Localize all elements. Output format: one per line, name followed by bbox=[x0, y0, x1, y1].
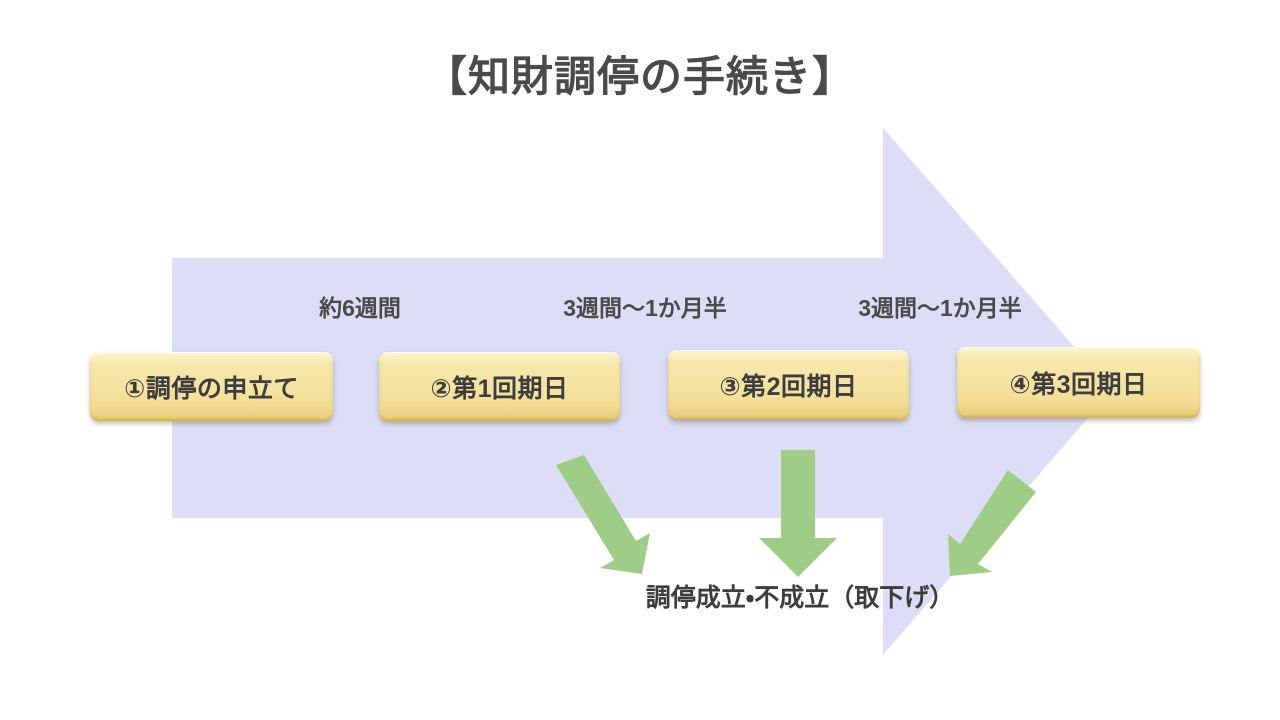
outcome-arrow-3-shape bbox=[948, 470, 1036, 576]
step-box-2[interactable]: ②第1回期日 bbox=[379, 352, 620, 421]
outcome-arrow-down-left-icon bbox=[948, 470, 1036, 576]
step-box-1[interactable]: ①調停の申立て bbox=[90, 352, 333, 421]
step-box-3-label: ③第2回期日 bbox=[719, 373, 858, 401]
outcome-arrow-down-icon bbox=[759, 450, 837, 577]
outcome-arrow-1-shape bbox=[556, 455, 650, 574]
interval-label-1: 約6週間 bbox=[319, 295, 401, 321]
page-title: 【知財調停の手続き】 bbox=[424, 53, 855, 100]
step-box-4-label: ④第3回期日 bbox=[1009, 370, 1148, 399]
step-box-1-label: ①調停の申立て bbox=[124, 374, 299, 403]
step-box-3[interactable]: ③第2回期日 bbox=[668, 350, 909, 420]
outcome-arrow-down-right-icon bbox=[556, 455, 650, 574]
step-box-4[interactable]: ④第3回期日 bbox=[957, 347, 1200, 418]
outcome-arrow-2-shape bbox=[759, 450, 837, 577]
outcome-label: 調停成立・不成立（取下げ） bbox=[645, 584, 955, 612]
step-box-2-label: ②第1回期日 bbox=[430, 374, 569, 403]
interval-label-2: 3週間〜1か月半 bbox=[563, 295, 727, 321]
interval-label-3: 3週間〜1か月半 bbox=[858, 295, 1022, 321]
